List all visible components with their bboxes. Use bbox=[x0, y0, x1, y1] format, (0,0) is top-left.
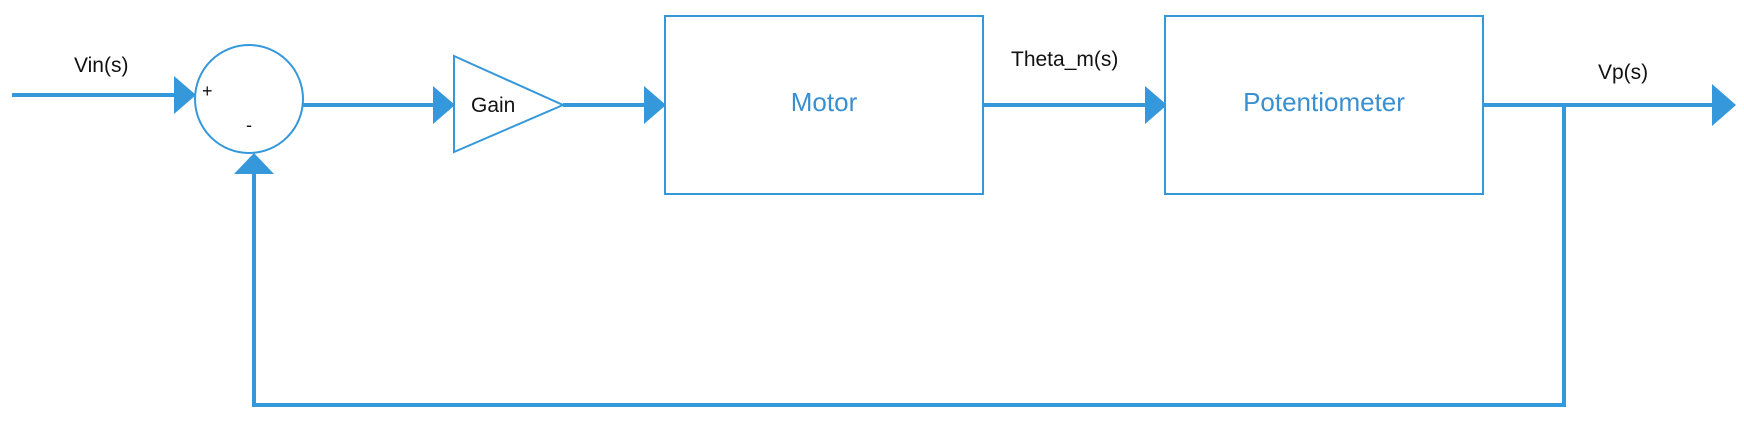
motor-block bbox=[664, 15, 984, 195]
motor-output-label: Theta_m(s) bbox=[1011, 48, 1118, 71]
potentiometer-block bbox=[1164, 15, 1484, 195]
output-arrowhead bbox=[1712, 84, 1736, 126]
summing-minus-sign: - bbox=[246, 115, 252, 135]
potentiometer-label: Potentiometer bbox=[1243, 87, 1405, 117]
output-label: Vp(s) bbox=[1598, 61, 1648, 84]
motor-label: Motor bbox=[791, 87, 858, 117]
feedback-arrowhead bbox=[234, 153, 274, 174]
input-label: Vin(s) bbox=[74, 54, 128, 77]
summing-plus-sign: + bbox=[202, 81, 213, 101]
gain-label: Gain bbox=[471, 94, 515, 117]
motor-input-arrowhead bbox=[644, 86, 666, 124]
gain-input-arrowhead bbox=[433, 86, 455, 124]
potentiometer-input-arrowhead bbox=[1145, 86, 1167, 124]
gain-block bbox=[453, 54, 566, 154]
summing-junction bbox=[194, 44, 304, 154]
input-arrowhead bbox=[174, 76, 196, 114]
